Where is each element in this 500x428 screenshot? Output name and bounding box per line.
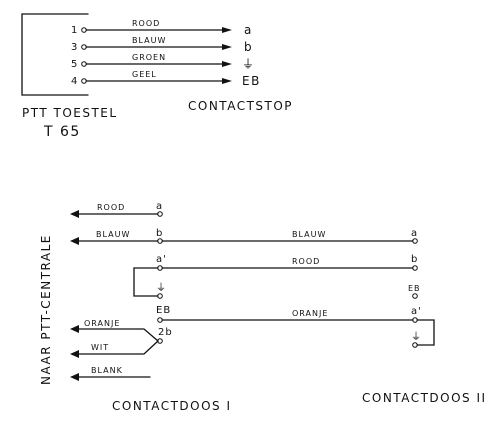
contact-label: b (244, 40, 253, 54)
wire-label: BLAUW (132, 36, 166, 45)
loop-a-prime-ground (133, 267, 159, 297)
wire-label-rood: ROOD (97, 203, 125, 212)
wire-label-blauw: BLAUW (96, 230, 130, 239)
terminal-label-ground: ⏚ (156, 282, 167, 294)
loop-a-prime-ground (416, 319, 435, 346)
bridge-wires: BLAUW ROOD ORANJE (161, 230, 414, 321)
wire-label: ROOD (132, 19, 160, 28)
contactdoos-2: a b EB a' ⏚ CONTACTDOOS II (362, 228, 487, 405)
pin-row-3: 3 BLAUW b (71, 36, 253, 54)
plug-pin (222, 44, 232, 50)
pin-number: 1 (71, 25, 78, 36)
arrow-wit (70, 350, 79, 358)
arrow-blauw (70, 237, 79, 245)
terminal-label-a: a (411, 228, 418, 239)
contactdoos-1: a b a' ⏚ EB 2b ROOD BLAUW (70, 201, 232, 413)
side-label: NAAR PTT-CENTRALE (39, 234, 53, 385)
bridge-label-oranje: ORANJE (292, 309, 328, 318)
pin-row-1: 1 ROOD a (71, 19, 253, 37)
device-box (21, 13, 89, 96)
contact-label: ⏚ (242, 57, 256, 71)
terminal-eb (412, 293, 418, 299)
terminal-label-eb: EB (156, 305, 171, 316)
pin-number: 3 (71, 42, 78, 53)
plug-label: CONTACTSTOP (188, 99, 293, 113)
device-label: PTT TOESTEL (22, 106, 118, 120)
plug-pin (222, 61, 232, 67)
wire-label-wit: WIT (91, 343, 109, 352)
pin-number: 4 (71, 76, 78, 87)
wire-wit-left (71, 340, 159, 355)
device-model: T 65 (43, 124, 81, 140)
arrow-blank (70, 373, 79, 381)
box1-label: CONTACTDOOS I (112, 399, 232, 413)
bridge-label-blauw: BLAUW (292, 230, 326, 239)
arrow-rood (70, 210, 79, 218)
terminal-label-a: a (156, 201, 163, 212)
wire-label: GEEL (132, 70, 157, 79)
telephone-block: 1 ROOD a 3 BLAUW b 5 GROEN ⏚ 4 (21, 13, 293, 140)
contact-label: EB (242, 74, 261, 88)
terminal-label-a-prime: a' (156, 254, 167, 265)
bridge-label-rood: ROOD (292, 257, 320, 266)
plug-pin (222, 27, 232, 33)
wire-label-blank: BLANK (91, 366, 123, 375)
contact-label: a (244, 23, 253, 37)
connection-diagram: NAAR PTT-CENTRALE a b a' ⏚ EB 2b ROOD (39, 201, 487, 413)
pin-row-4: 4 GEEL EB (71, 70, 261, 88)
pin-row-5: 5 GROEN ⏚ (71, 53, 256, 71)
wire-label-oranje: ORANJE (84, 319, 120, 328)
arrow-oranje (70, 325, 79, 333)
terminal-label-a-prime: a' (411, 306, 422, 317)
terminal-label-eb: EB (408, 284, 421, 293)
box2-label: CONTACTDOOS II (362, 391, 487, 405)
plug-pin (222, 78, 232, 84)
terminal-label-b: b (411, 254, 418, 265)
pin-number: 5 (71, 59, 78, 70)
wire-oranje-left (71, 328, 159, 342)
terminal-label-ground: ⏚ (411, 331, 422, 343)
terminal-label-b: b (156, 228, 163, 239)
wire-label: GROEN (132, 53, 166, 62)
terminal-label-2b: 2b (158, 327, 173, 338)
